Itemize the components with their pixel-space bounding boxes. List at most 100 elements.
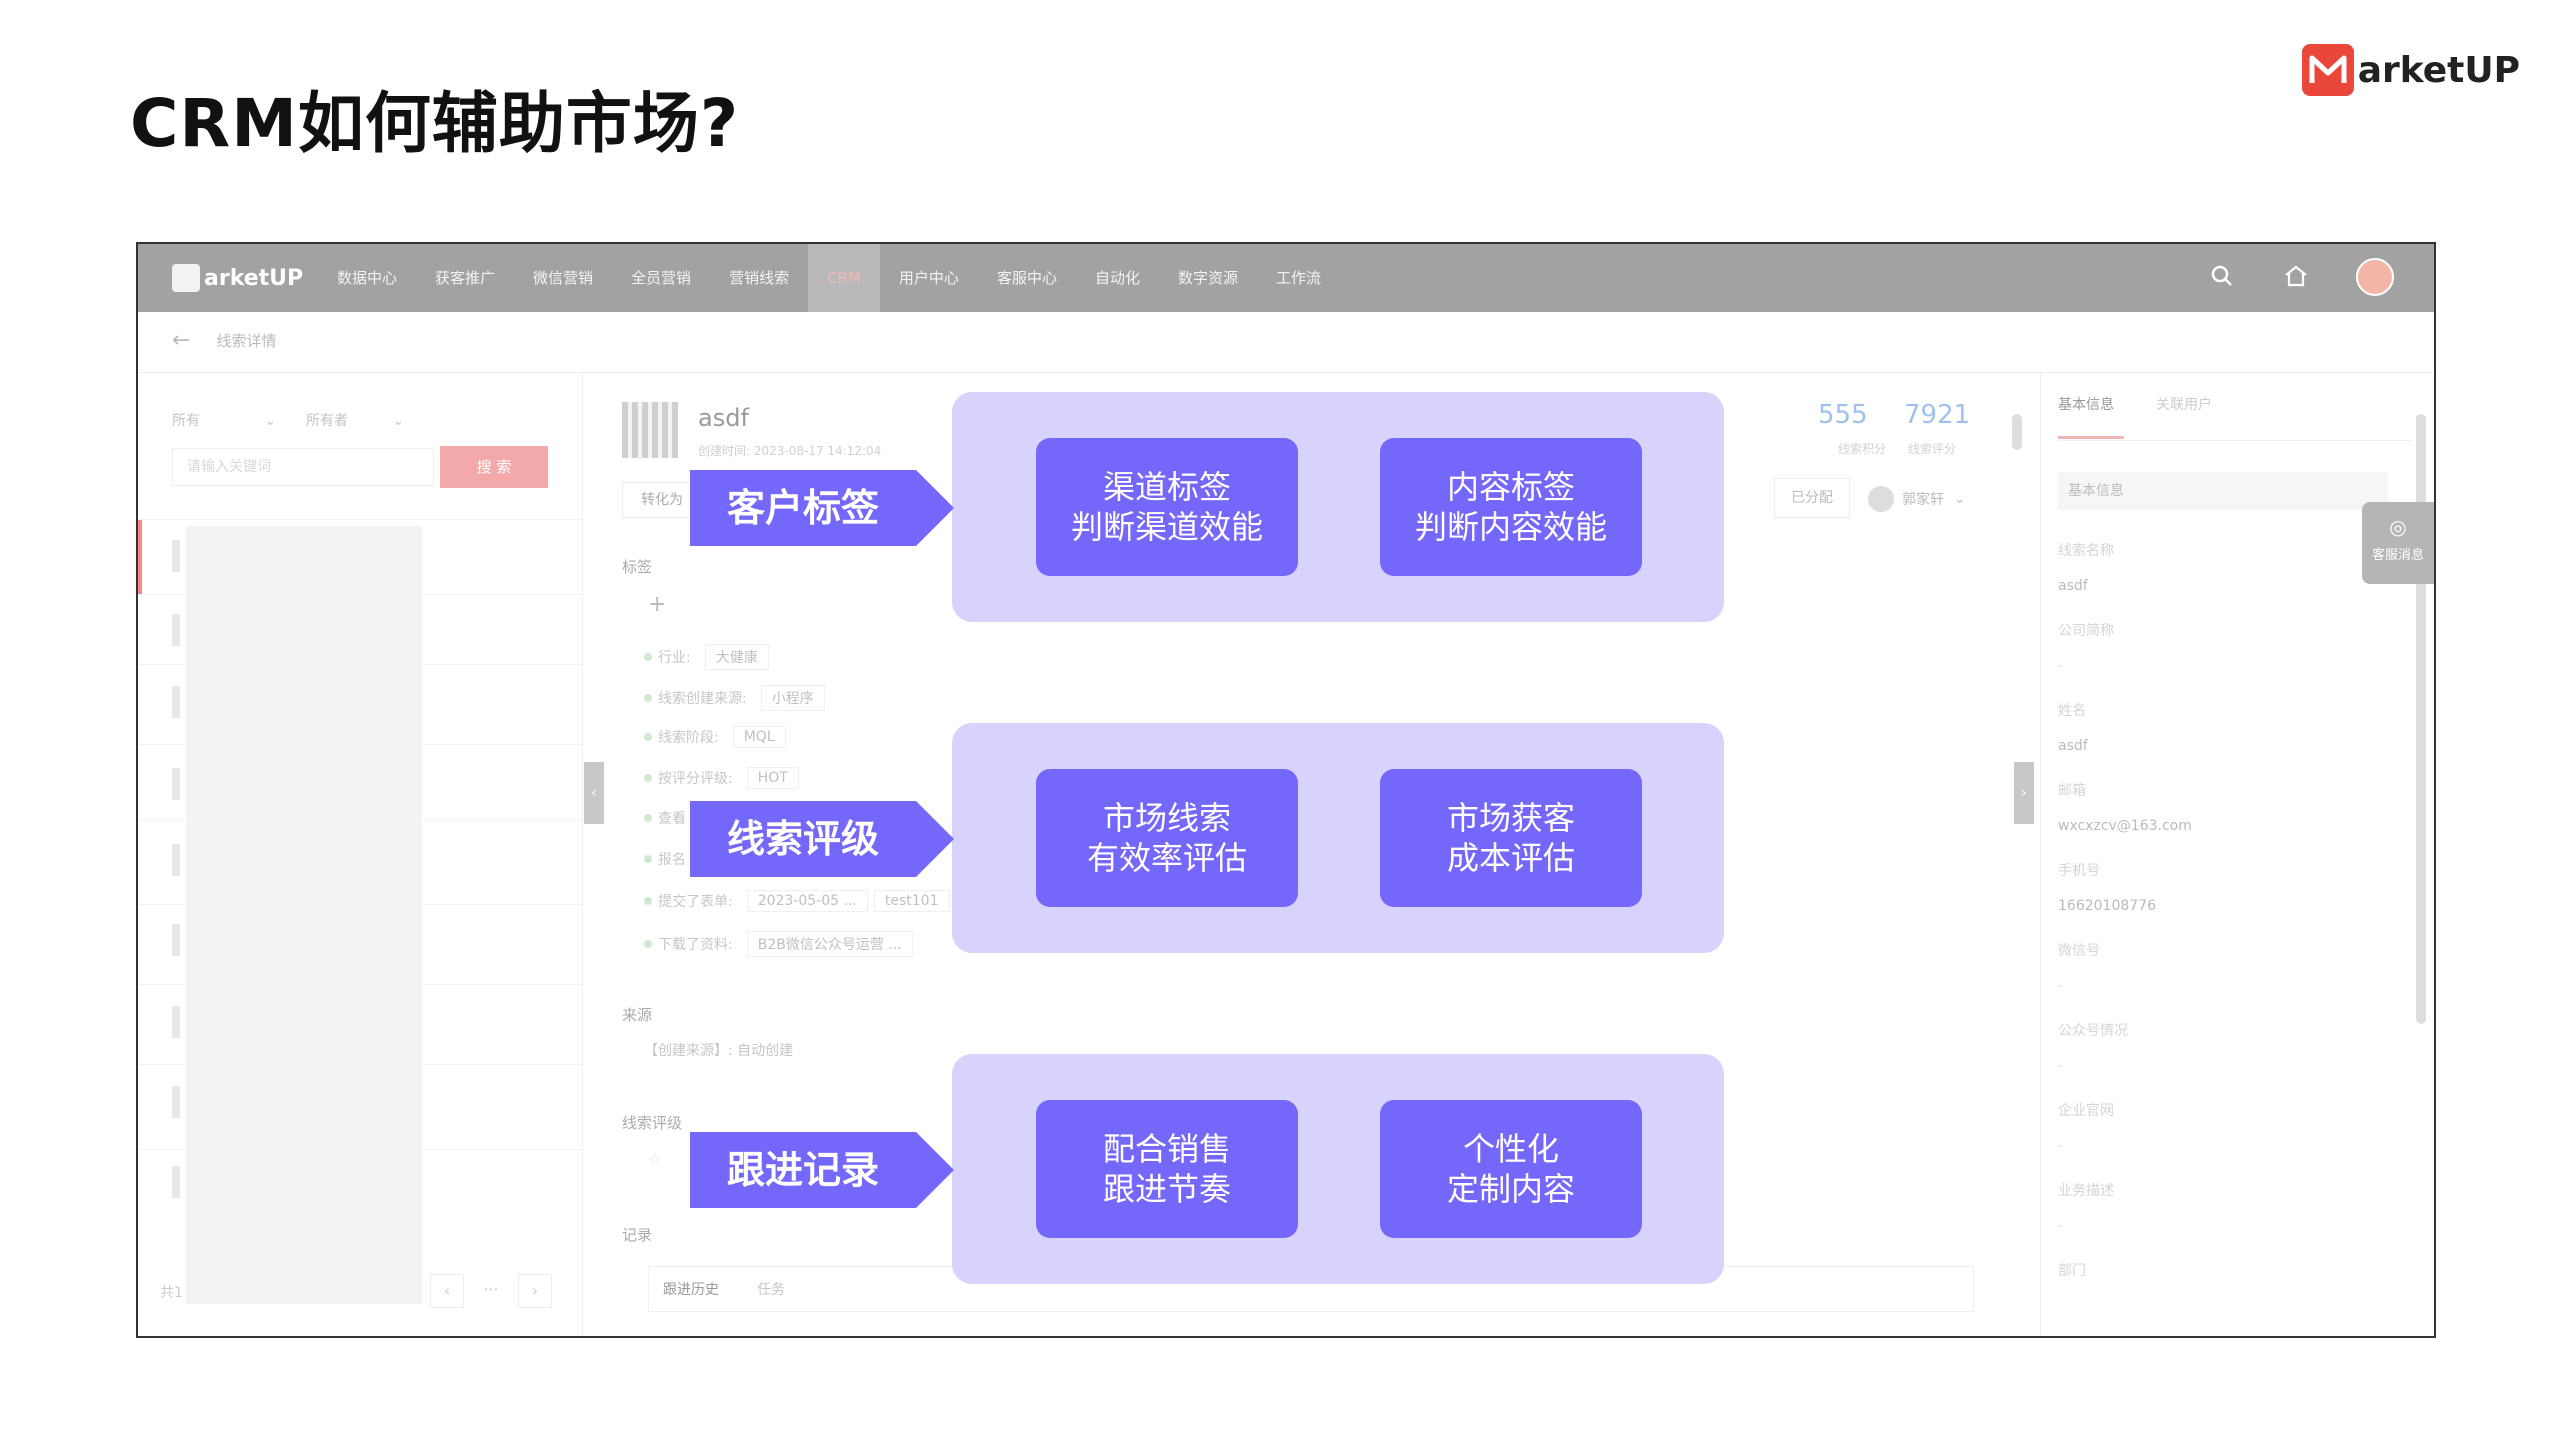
field-value: - [2058,1218,2064,1234]
filter-owner-select[interactable]: 所有者 ⌄ [306,413,405,429]
tab-task[interactable]: 任务 [757,1282,785,1298]
tag-row: 查看 [644,808,686,828]
lead-rating: 7921 [1904,400,1971,430]
app-logo-text: arketUP [204,265,304,291]
list-item[interactable] [172,540,180,572]
tab-related-users[interactable]: 关联用户 [2156,397,2212,413]
label-lead-rating: 线索评级 [690,801,954,877]
main-nav: 数据中心 获客推广 微信营销 全员营销 营销线索 CRM 用户中心 客服中心 自… [318,244,1340,312]
tab-basic-info[interactable]: 基本信息 [2058,397,2114,413]
lead-search-input[interactable]: 请输入关键词 [172,448,434,486]
list-item[interactable] [172,844,180,876]
tag-row: 线索创建来源:小程序 [644,685,825,711]
list-item[interactable] [172,1166,180,1198]
label-customer-tags: 客户标签 [690,470,954,546]
tag-row: 行业:大健康 [644,644,769,670]
middle-scrollbar[interactable] [2012,384,2022,1324]
nav-crm[interactable]: CRM [808,244,880,312]
brand-logo: arketUP [2301,44,2520,96]
back-arrow-icon[interactable]: ← [172,328,191,353]
field-value: - [2058,978,2064,994]
qr-code-icon[interactable] [622,402,678,458]
scroll-thumb[interactable] [2416,414,2426,1024]
field-label: 线索名称 [2058,543,2114,559]
collapse-left-handle[interactable]: ‹ [584,762,604,824]
nav-automation[interactable]: 自动化 [1094,269,1140,287]
nav-data-center[interactable]: 数据中心 [337,269,398,287]
search-icon[interactable] [2208,263,2236,291]
left-panel-divider [582,372,583,1336]
nav-user-center[interactable]: 用户中心 [898,269,959,287]
selected-row-indicator [138,520,142,594]
tab-follow-history[interactable]: 跟进历史 [663,1282,719,1298]
tag-row: 报名 [644,849,686,869]
field-value: - [2058,658,2064,674]
active-tab-underline [2058,436,2124,439]
list-item[interactable] [172,1006,180,1038]
filter-all-select[interactable]: 所有 ⌄ [172,413,277,429]
pager-more[interactable]: ··· [483,1280,499,1299]
nav-service-center[interactable]: 客服中心 [996,269,1057,287]
brand-text: arketUP [2357,49,2520,91]
lead-score: 555 [1818,400,1868,430]
breadcrumb-title: 线索详情 [216,332,277,350]
assigned-status[interactable]: 已分配 [1774,478,1850,518]
pager-next-button[interactable]: › [518,1274,552,1308]
tag-dot-icon [644,897,652,905]
field-value: asdf [2058,738,2088,754]
owner-avatar [1868,486,1894,512]
tag-dot-icon [644,940,652,948]
top-nav-bar: arketUP 数据中心 获客推广 微信营销 全员营销 营销线索 CRM 用户中… [138,244,2434,312]
app-logo-icon [172,264,200,292]
list-item[interactable] [172,924,180,956]
field-label: 部门 [2058,1263,2086,1279]
overlay-group-follow-records: 配合销售 跟进节奏 个性化 定制内容 [952,1054,1724,1284]
record-label: 记录 [622,1226,653,1244]
source-label: 来源 [622,1006,653,1024]
list-item[interactable] [172,686,180,718]
blurred-lead-list [186,526,422,1304]
lead-created-time: 创建时间: 2023-08-17 14:12:04 [698,444,882,458]
scroll-thumb[interactable] [2012,414,2022,450]
label-follow-records: 跟进记录 [690,1132,954,1208]
nav-workflow[interactable]: 工作流 [1275,269,1321,287]
list-divider [138,519,582,520]
field-value: - [2058,1138,2064,1154]
search-button[interactable]: 搜 索 [440,446,548,488]
list-total: 共1 [160,1285,183,1301]
right-scrollbar[interactable] [2416,384,2426,1324]
nav-digital-assets[interactable]: 数字资源 [1177,269,1238,287]
tag-row: 线索阶段:MQL [644,726,786,748]
brand-m-icon [2301,44,2354,96]
app-logo[interactable]: arketUP [172,264,303,292]
home-icon[interactable] [2282,263,2310,291]
field-value: - [2058,1058,2064,1074]
star-icon[interactable]: ☆ [648,1150,662,1168]
chevron-down-icon: ⌄ [392,413,405,429]
lead-rating-label: 线索评分 [1908,442,1957,456]
service-message-button[interactable]: ◎ 客服消息 [2362,502,2434,584]
user-avatar[interactable] [2356,258,2394,296]
add-tag-icon[interactable]: + [648,592,667,617]
pager-prev-button[interactable]: ‹ [430,1274,464,1308]
header-divider [138,372,2434,373]
collapse-right-handle[interactable]: › [2014,762,2034,824]
tags-label: 标签 [622,558,653,576]
nav-wechat-marketing[interactable]: 微信营销 [533,269,594,287]
list-item[interactable] [172,1086,180,1118]
card-lead-efficiency: 市场线索 有效率评估 [1036,769,1298,907]
nav-marketing-leads[interactable]: 营销线索 [729,269,790,287]
chat-bubble-icon: ◎ [2389,515,2407,539]
rating-section-label: 线索评级 [622,1114,683,1132]
lead-owner[interactable]: 郭家轩⌄ [1868,486,1966,512]
list-item[interactable] [172,614,180,646]
field-label: 业务描述 [2058,1183,2114,1199]
tag-row: 按评分评级:HOT [644,767,799,789]
overlay-group-lead-rating: 市场线索 有效率评估 市场获客 成本评估 [952,723,1724,953]
list-item[interactable] [172,768,180,800]
nav-all-staff-marketing[interactable]: 全员营销 [631,269,692,287]
nav-acquisition[interactable]: 获客推广 [435,269,496,287]
tag-row: 提交了表单:2023-05-05 ...test101 [644,890,950,912]
tag-dot-icon [644,653,652,661]
